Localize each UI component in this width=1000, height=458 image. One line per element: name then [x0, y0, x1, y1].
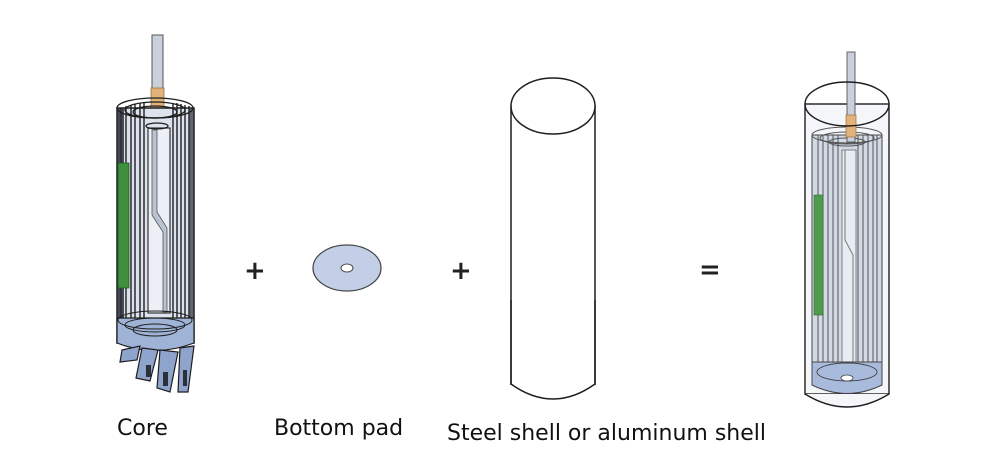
shell-top-opening	[510, 77, 596, 135]
plus-operator-2: +	[450, 256, 472, 286]
assembled-green-strip	[813, 194, 824, 316]
assembled-winding-lines	[817, 135, 878, 385]
core-bottom-tabs	[119, 345, 195, 393]
shell-illustration	[510, 77, 596, 400]
assembled-shell-top	[804, 81, 890, 127]
shell-bottom-curve	[510, 383, 596, 400]
assembled-tab	[846, 51, 856, 143]
core-green-strip	[117, 162, 130, 289]
core-dark-side-right	[189, 108, 194, 343]
equals-operator: =	[699, 255, 721, 285]
plus-operator-1: +	[244, 256, 266, 286]
core-bottom-cap	[116, 317, 195, 352]
assembled-mandrel	[841, 149, 857, 371]
core-bottom-rings	[117, 310, 193, 337]
core-top-rings	[116, 97, 194, 130]
core-inner-tab	[151, 129, 168, 313]
core-winding-lines	[120, 103, 190, 343]
shell-label: Steel shell or aluminum shell	[447, 421, 766, 446]
assembled-cell-illustration	[804, 51, 890, 408]
core-illustration	[116, 34, 195, 393]
bottom-pad-illustration	[312, 244, 382, 292]
bottom-pad-hole	[340, 263, 354, 273]
core-label: Core	[117, 416, 168, 441]
bottom-pad-label: Bottom pad	[274, 416, 404, 441]
core-bottom-tab-shadows	[146, 365, 187, 386]
